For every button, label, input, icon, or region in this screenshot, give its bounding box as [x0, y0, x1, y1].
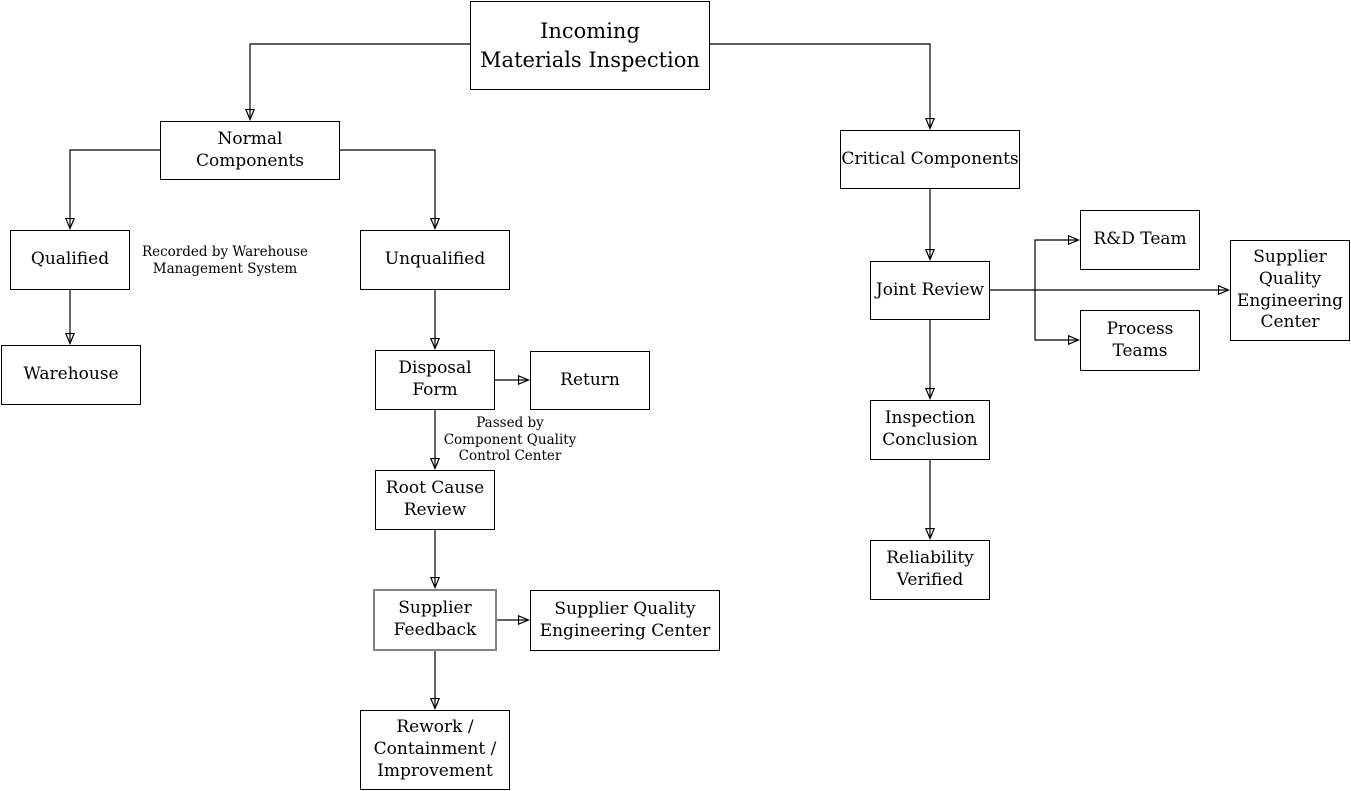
node-supplier-quality-engineering-center-right: Supplier Quality Engineering Center	[1230, 240, 1350, 341]
node-rework-containment-improvement: Rework / Containment / Improvement	[360, 710, 510, 790]
node-root-cause-review: Root Cause Review	[375, 470, 495, 530]
connector-normal-to-qualified	[70, 149, 160, 228]
node-joint-review: Joint Review	[870, 261, 990, 320]
annotation-passed-by-component-quality-control-center: Passed by Component Quality Control Cent…	[443, 415, 577, 465]
connector-jointreview-to-rdteam	[1034, 240, 1078, 290]
node-disposal-form: Disposal Form	[375, 350, 495, 410]
node-unqualified: Unqualified	[360, 230, 510, 290]
node-warehouse: Warehouse	[1, 345, 141, 405]
annotation-recorded-by-warehouse-management-system: Recorded by Warehouse Management System	[141, 244, 309, 277]
node-incoming-materials-inspection: Incoming Materials Inspection	[470, 1, 710, 90]
node-inspection-conclusion: Inspection Conclusion	[870, 400, 990, 460]
node-return: Return	[530, 351, 650, 410]
node-reliability-verified: Reliability Verified	[870, 540, 990, 600]
connector-title-to-normal	[250, 43, 470, 119]
connector-jointreview-to-processteams	[1034, 290, 1078, 340]
node-qualified: Qualified	[10, 230, 130, 290]
node-critical-components: Critical Components	[840, 130, 1020, 189]
node-supplier-quality-engineering-center: Supplier Quality Engineering Center	[530, 590, 720, 651]
node-normal-components: Normal Components	[160, 121, 340, 180]
node-rd-team: R&D Team	[1080, 210, 1200, 270]
connector-normal-to-unqualified	[340, 149, 435, 228]
node-supplier-feedback: Supplier Feedback	[373, 589, 497, 651]
node-process-teams: Process Teams	[1080, 310, 1200, 371]
connector-title-to-critical	[710, 43, 930, 128]
